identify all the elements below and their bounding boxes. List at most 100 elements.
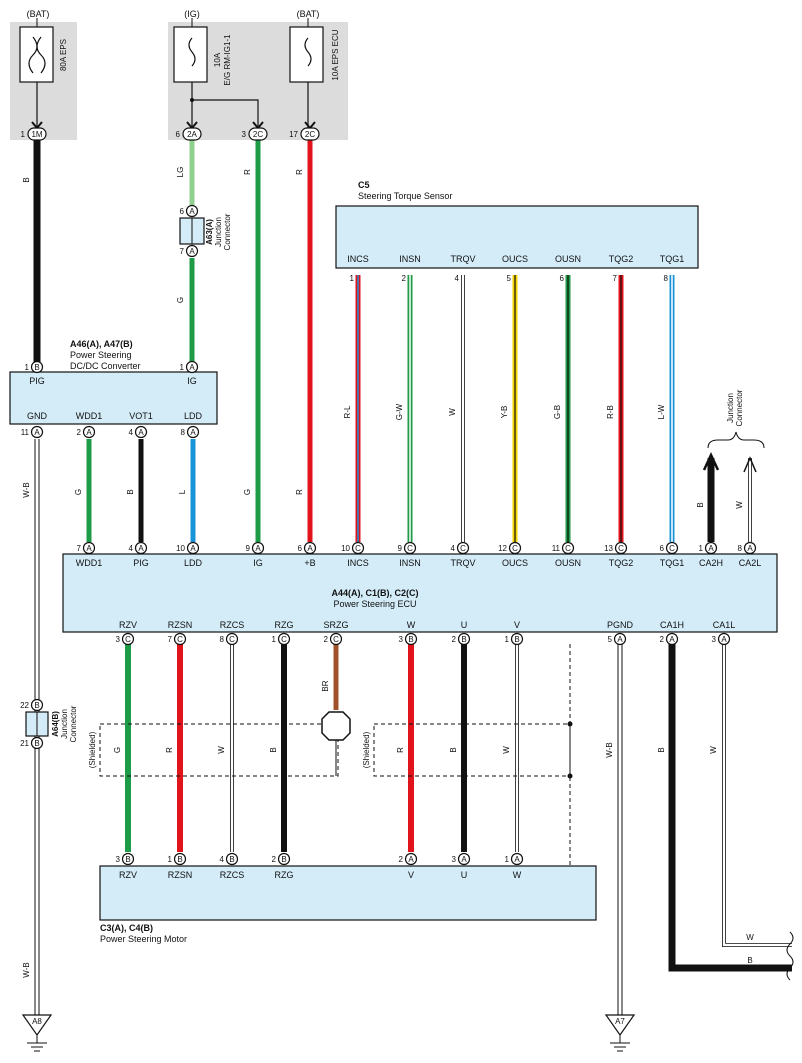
pin-letter: A: [617, 635, 623, 644]
motor-pin-name: RZV: [119, 870, 137, 880]
jc-right-desc2: Connector: [735, 389, 744, 426]
pin-number: 3: [242, 130, 247, 139]
pin-letter: C: [669, 544, 675, 553]
pin-letter: A: [255, 544, 261, 553]
pin-number: 6: [660, 544, 665, 553]
ecu-bottom-pin-name: RZV: [119, 620, 137, 630]
pin-letter: C: [281, 635, 287, 644]
motor-pin-name: V: [408, 870, 414, 880]
shielded-right-label: (Shielded): [362, 731, 371, 768]
ecu-top-pin-name: IG: [253, 558, 263, 568]
a46-pin-bottom: A4: [129, 425, 148, 439]
pin-number: 1: [272, 635, 277, 644]
pin-number: 7: [77, 544, 82, 553]
c5-pin-number: 6: [560, 274, 565, 283]
pin-number: 8: [738, 544, 743, 553]
c5-pin-number: 7: [613, 274, 618, 283]
wire-color-label: R: [295, 169, 304, 175]
ecu-bottom-pin-name: PGND: [607, 620, 634, 630]
wire-color-label: G: [113, 747, 122, 753]
ecu-bottom-pin-name: SRZG: [323, 620, 348, 630]
ecu-top-pin: C6: [660, 541, 679, 555]
pin-number: 1: [180, 363, 185, 372]
pin-number: 11: [552, 544, 561, 553]
wire-color-label: W: [709, 746, 718, 754]
ecu-bottom-pin-name: CA1H: [660, 620, 684, 630]
motor-pin: A3: [452, 852, 471, 866]
ecu-code: A44(A), C1(B), C2(C): [331, 588, 418, 598]
pin-number: 6: [180, 207, 185, 216]
pin-letter: A: [408, 855, 414, 864]
pin-letter: 1M: [31, 130, 42, 139]
a63-desc2: Connector: [223, 213, 232, 250]
pin-number: 3: [452, 855, 457, 864]
ecu-top-pin-name: INSN: [399, 558, 421, 568]
pin-letter: C: [460, 544, 466, 553]
pin-number: 6: [176, 130, 181, 139]
wire-color-label: B: [22, 177, 31, 182]
ecu-box: [62, 553, 778, 633]
pin-number: 3: [116, 855, 121, 864]
a46-pin-name: PIG: [29, 376, 45, 386]
pin-number: 2: [660, 635, 665, 644]
ecu-top-pin: A1: [699, 541, 718, 555]
a63-pin-7: A7: [180, 244, 199, 258]
shield-right: [373, 644, 573, 866]
pin-letter: C: [512, 544, 518, 553]
wire-color-label: G-B: [553, 405, 562, 419]
pin-number: 3: [116, 635, 121, 644]
motor-pin-name: RZG: [275, 870, 294, 880]
fuse-10a-a: 10A: [213, 52, 222, 67]
a46-pin-pig: B1: [25, 360, 44, 374]
pin-letter: C: [618, 544, 624, 553]
c5-pin-number: 4: [455, 274, 460, 283]
a46-code: A46(A), A47(B): [70, 339, 133, 349]
ig-label: (IG): [184, 9, 200, 19]
pin-number: 17: [289, 130, 298, 139]
pin-letter: B: [461, 635, 466, 644]
ecu-bottom-pin: C7: [168, 632, 187, 646]
ecu-top-pin: C 12: [498, 541, 522, 555]
ecu-top-pin: C10: [341, 541, 365, 555]
ecu-desc: Power Steering ECU: [333, 599, 416, 609]
pin-number: 8: [220, 635, 225, 644]
pin-letter: A: [138, 544, 144, 553]
wire-color-label: B: [126, 489, 135, 494]
ecu-top-pin: A9: [246, 541, 265, 555]
wire-color-label: W-B: [605, 742, 614, 757]
c5-pin-number: 2: [402, 274, 407, 283]
ecu-top-pin: C13: [604, 541, 628, 555]
wire-color-label: B: [657, 747, 666, 752]
pin-letter: A: [669, 635, 675, 644]
pin-letter: A: [86, 428, 92, 437]
pin-number: 1: [699, 544, 704, 553]
motor-pin-name: RZSN: [168, 870, 193, 880]
ecu-top-pin-name: CA2L: [739, 558, 762, 568]
ecu-bottom-pin-name: U: [461, 620, 468, 630]
c5-pin-number: 8: [664, 274, 669, 283]
pin-number: 1: [168, 855, 173, 864]
motor-pin: B3: [116, 852, 135, 866]
ground-a8: A8: [21, 1014, 53, 1052]
pin-number: 4: [129, 544, 134, 553]
a46-pin-name: LDD: [184, 411, 203, 421]
pin-letter: A: [307, 544, 313, 553]
ecu-top-pin-name: LDD: [184, 558, 203, 568]
pin-letter: C: [177, 635, 183, 644]
ecu-top-pin-name: OUSN: [555, 558, 581, 568]
terminal-1m: 1M1: [21, 121, 47, 141]
pin-number: 12: [498, 544, 507, 553]
motor-pin-name: RZCS: [220, 870, 245, 880]
a46-pin-bottom: A2: [77, 425, 96, 439]
ecu-top-pin-name: CA2H: [699, 558, 723, 568]
ecu-bottom-pin-name: V: [514, 620, 520, 630]
pin-number: 10: [341, 544, 350, 553]
pin-letter: B: [34, 739, 39, 748]
c5-pin-number: 5: [507, 274, 512, 283]
pin-letter: A: [721, 635, 727, 644]
pin-number: 4: [220, 855, 225, 864]
pin-number: 6: [298, 544, 303, 553]
pin-letter: B: [408, 635, 413, 644]
wire-color-label: R: [165, 747, 174, 753]
